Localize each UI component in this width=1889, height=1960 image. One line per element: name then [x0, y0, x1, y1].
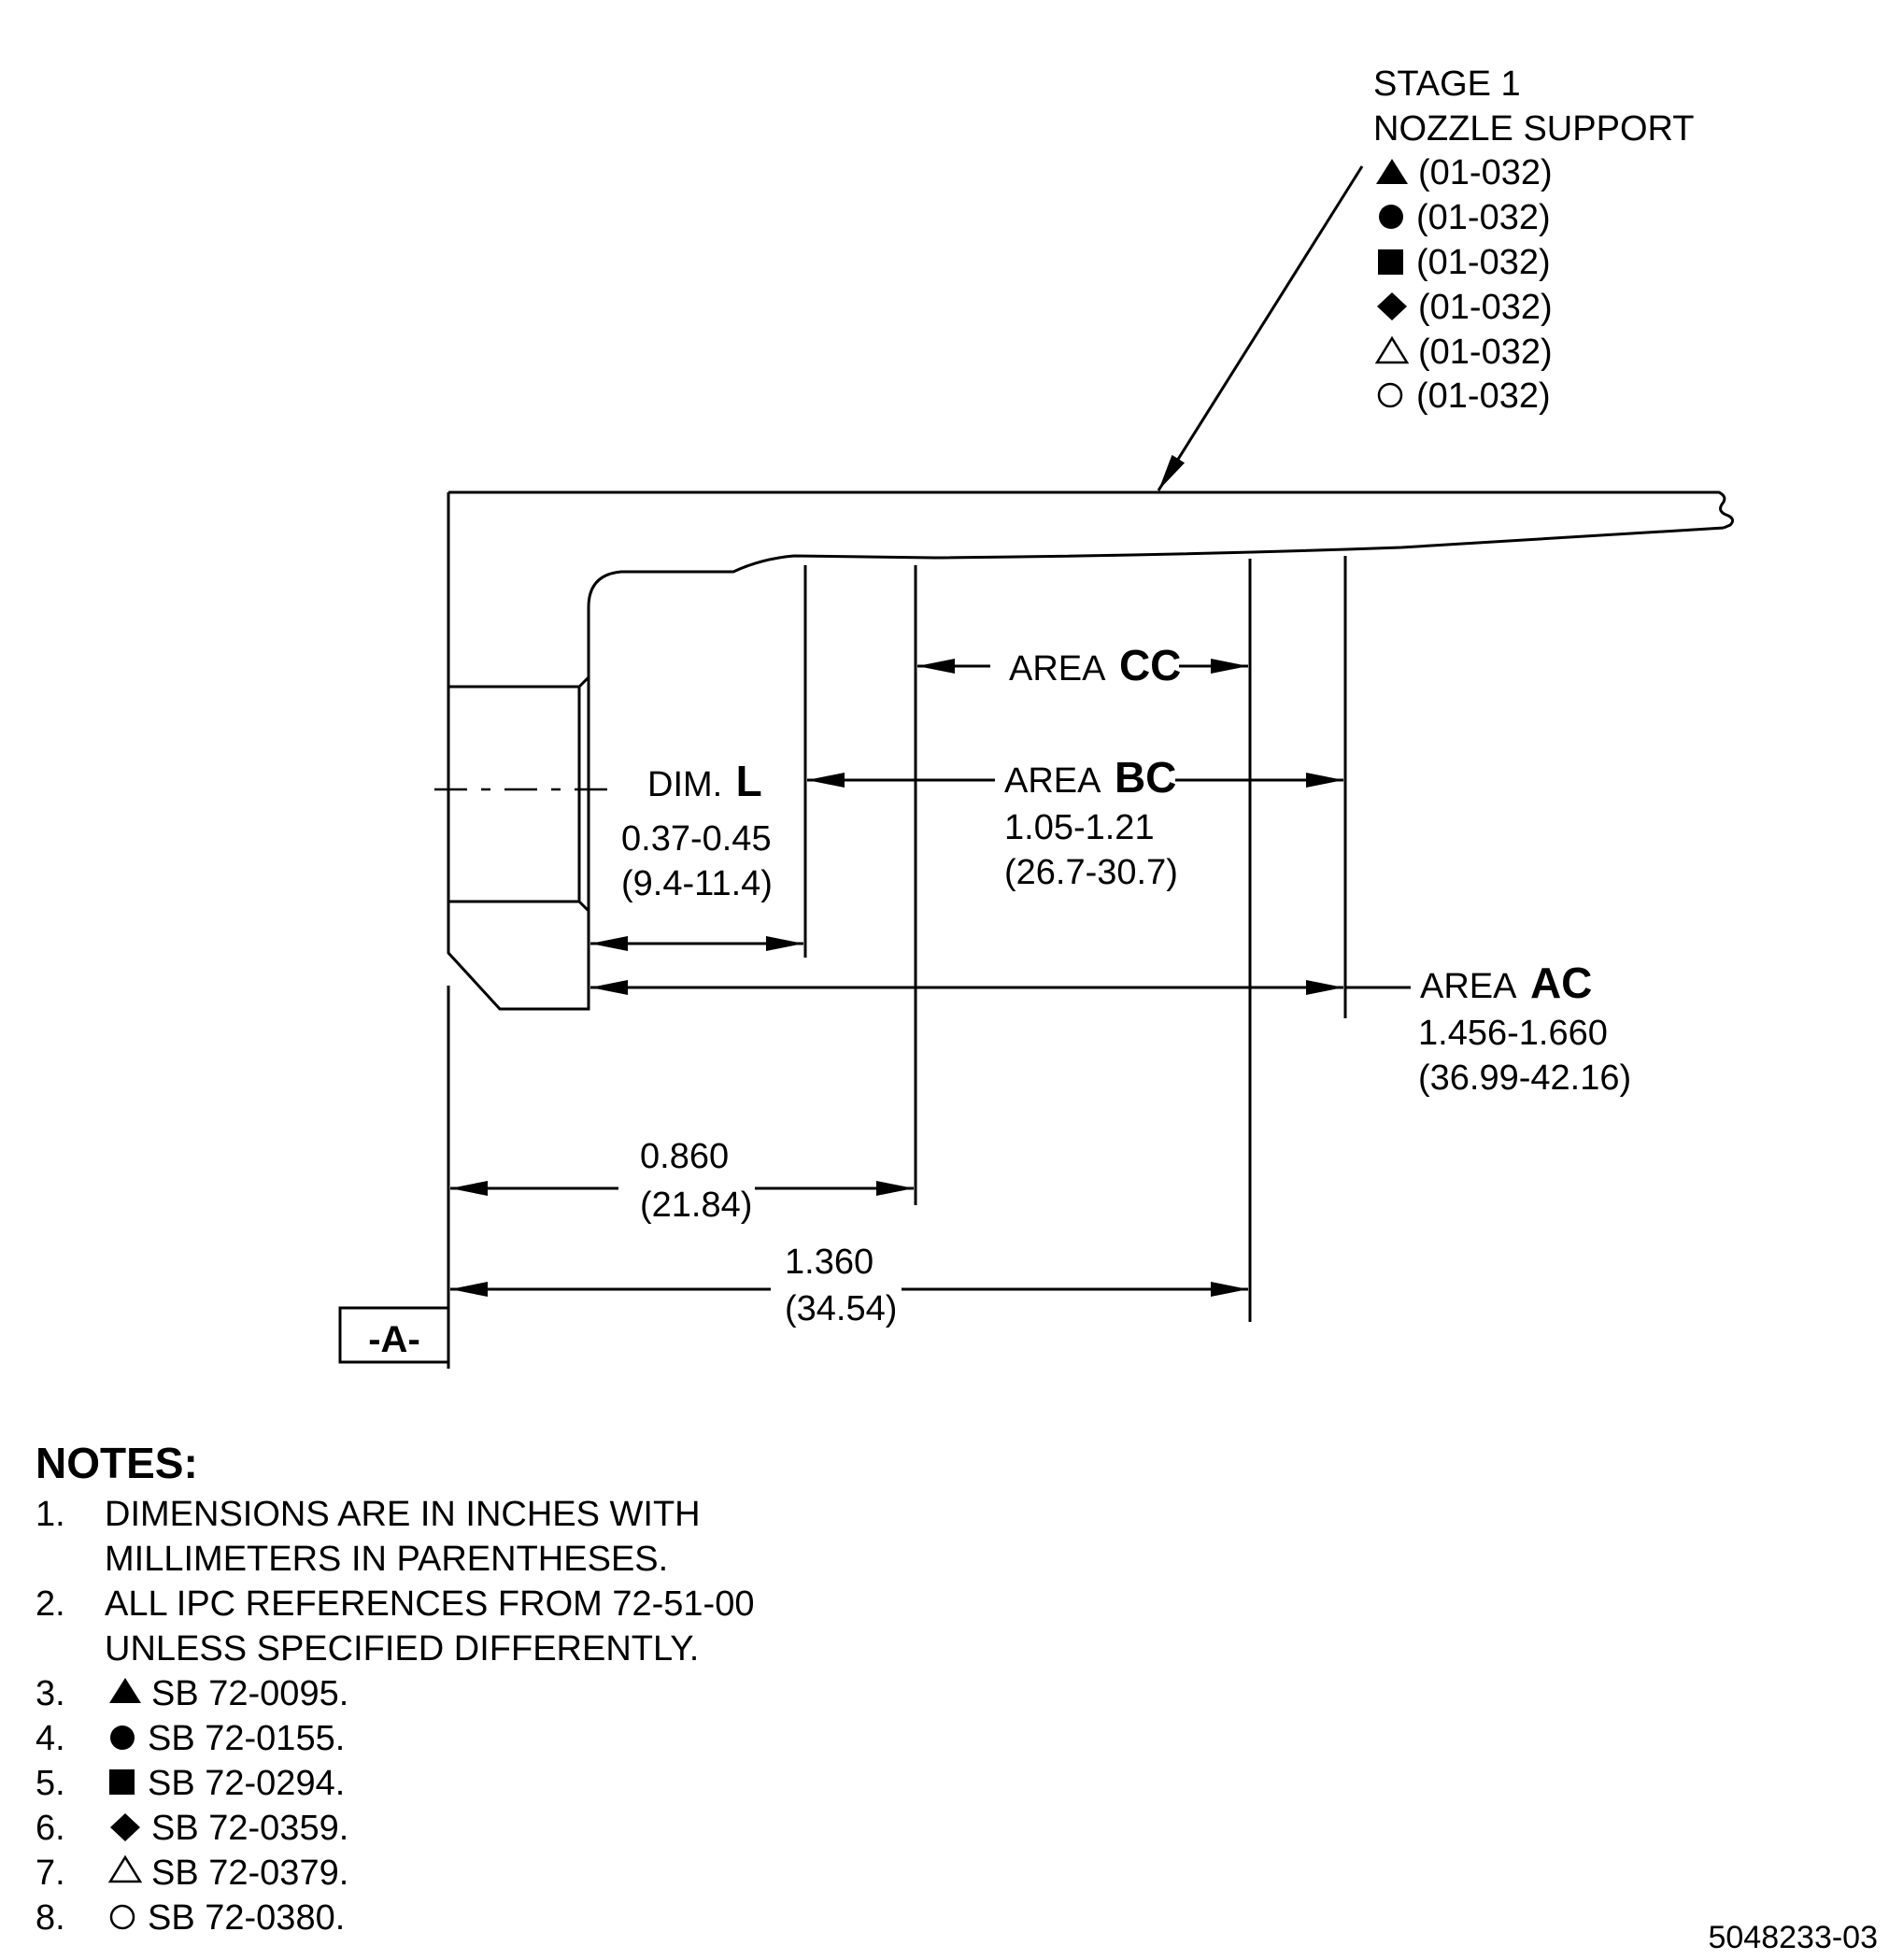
- area-bc-mm: (26.7-30.7): [1004, 853, 1178, 892]
- callout-title-line2: NOZZLE SUPPORT: [1373, 109, 1694, 149]
- note-text: SB 72-0095.: [151, 1674, 348, 1713]
- callout-ref: (01-032): [1418, 333, 1553, 372]
- filled-diamond-icon: [1377, 292, 1407, 320]
- note-number: 2.: [36, 1584, 65, 1624]
- dim-l-inch: 0.37-0.45: [621, 819, 772, 859]
- note-text: SB 72-0359.: [151, 1809, 348, 1848]
- open-triangle-icon: [107, 1854, 143, 1883]
- note-text: SB 72-0379.: [151, 1853, 348, 1893]
- callout-ref: (01-032): [1416, 198, 1551, 237]
- note-text: SB 72-0380.: [148, 1898, 345, 1938]
- filled-circle-icon: [1379, 205, 1403, 229]
- dim-l-label: DIM. L: [647, 757, 762, 805]
- notes-title: NOTES:: [36, 1439, 198, 1487]
- note-number: 8.: [36, 1898, 65, 1938]
- dimension-labels: AREA CC AREA BC 1.05-1.21 (26.7-30.7) DI…: [621, 641, 1631, 1328]
- filled-square-icon: [109, 1769, 135, 1795]
- dim-1360-inch: 1.360: [785, 1243, 873, 1282]
- area-cc-label: AREA CC: [1009, 641, 1181, 689]
- filled-square-icon: [1378, 249, 1403, 275]
- note-number: 6.: [36, 1809, 65, 1848]
- note-number: 7.: [36, 1853, 65, 1893]
- note-text: SB 72-0155.: [148, 1719, 345, 1758]
- dim-l-mm: (9.4-11.4): [621, 864, 773, 903]
- area-bc-label: AREA BC: [1004, 753, 1176, 802]
- note-number: 4.: [36, 1719, 65, 1758]
- callout-ref: (01-032): [1416, 243, 1551, 282]
- callout-nozzle-support: STAGE 1 NOZZLE SUPPORT (01-032) (01-032)…: [1373, 64, 1694, 416]
- note-text: UNLESS SPECIFIED DIFFERENTLY.: [105, 1629, 699, 1669]
- part-outline: [434, 490, 1735, 1011]
- filled-triangle-icon: [109, 1678, 141, 1703]
- extension-lines: [447, 556, 1411, 1369]
- note-number: 1.: [36, 1495, 65, 1534]
- open-circle-icon: [109, 1904, 135, 1930]
- callout-ref: (01-032): [1416, 376, 1551, 416]
- area-ac-inch: 1.456-1.660: [1418, 1014, 1608, 1053]
- area-ac-label: AREA AC: [1420, 959, 1592, 1007]
- dimension-lines: [450, 165, 1364, 1297]
- note-text: ALL IPC REFERENCES FROM 72-51-00: [105, 1584, 754, 1624]
- note-text: DIMENSIONS ARE IN INCHES WITH: [105, 1495, 701, 1534]
- filled-diamond-icon: [110, 1813, 140, 1841]
- area-ac-mm: (36.99-42.16): [1418, 1058, 1631, 1098]
- note-number: 5.: [36, 1764, 65, 1803]
- area-bc-inch: 1.05-1.21: [1004, 808, 1155, 847]
- open-triangle-icon: [1374, 335, 1410, 364]
- dim-0860-mm: (21.84): [640, 1186, 752, 1225]
- notes: NOTES: 1. DIMENSIONS ARE IN INCHES WITH …: [36, 1439, 754, 1938]
- note-number: 3.: [36, 1674, 65, 1713]
- note-text: MILLIMETERS IN PARENTHESES.: [105, 1540, 668, 1579]
- filled-triangle-icon: [1376, 159, 1408, 184]
- callout-ref: (01-032): [1418, 153, 1553, 192]
- datum-label: -A-: [368, 1319, 420, 1360]
- callout-ref: (01-032): [1418, 288, 1553, 327]
- open-circle-icon: [1377, 382, 1403, 408]
- datum-a: -A-: [338, 1306, 450, 1364]
- dim-1360-mm: (34.54): [785, 1289, 897, 1328]
- dim-0860-inch: 0.860: [640, 1137, 729, 1176]
- filled-circle-icon: [110, 1726, 135, 1750]
- callout-title-line1: STAGE 1: [1373, 64, 1521, 104]
- note-text: SB 72-0294.: [148, 1764, 345, 1803]
- figure-id: 5048233-03: [1708, 1920, 1878, 1955]
